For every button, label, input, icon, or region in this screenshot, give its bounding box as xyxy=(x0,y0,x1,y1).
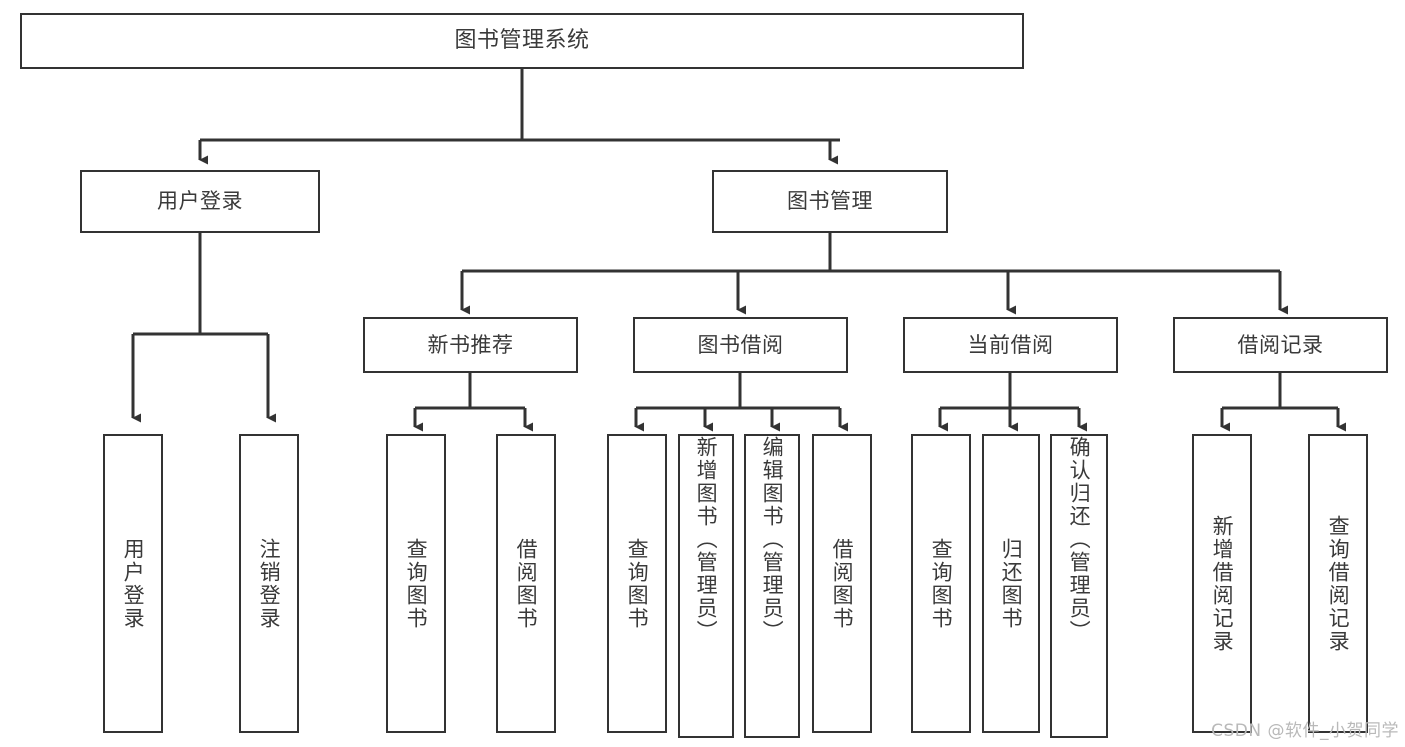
node-user-login-label: 用户登录 xyxy=(157,189,243,214)
node-new-book-recommend-label: 新书推荐 xyxy=(427,332,514,357)
node-leaf-query-book-1-label: 查询图书 xyxy=(404,537,429,630)
node-book-borrow[interactable]: 图书借阅 xyxy=(633,317,848,373)
node-book-manage[interactable]: 图书管理 xyxy=(712,170,948,233)
node-leaf-confirm-return-label: 确认归还（管理员） xyxy=(1067,436,1092,643)
node-leaf-edit-book[interactable]: 编辑图书（管理员） xyxy=(744,434,800,738)
node-leaf-edit-book-label: 编辑图书（管理员） xyxy=(760,436,785,643)
node-leaf-return-book-label: 归还图书 xyxy=(999,537,1024,630)
node-leaf-return-book[interactable]: 归还图书 xyxy=(982,434,1040,733)
node-current-borrow-label: 当前借阅 xyxy=(967,332,1054,357)
node-leaf-query-book-1[interactable]: 查询图书 xyxy=(386,434,446,733)
node-leaf-query-book-2-label: 查询图书 xyxy=(625,537,650,630)
node-leaf-add-book-label: 新增图书（管理员） xyxy=(694,436,719,643)
node-root-label: 图书管理系统 xyxy=(454,28,590,54)
node-leaf-borrow-book-1-label: 借阅图书 xyxy=(514,537,539,630)
node-leaf-user-login[interactable]: 用户登录 xyxy=(103,434,163,733)
node-book-manage-label: 图书管理 xyxy=(787,189,873,214)
node-leaf-query-book-3-label: 查询图书 xyxy=(929,537,954,630)
node-leaf-borrow-book-1[interactable]: 借阅图书 xyxy=(496,434,556,733)
watermark: CSDN @软件_小贺同学 xyxy=(1211,721,1399,741)
node-leaf-logout-login-label: 注销登录 xyxy=(257,537,282,630)
node-leaf-add-book[interactable]: 新增图书（管理员） xyxy=(678,434,734,738)
node-user-login[interactable]: 用户登录 xyxy=(80,170,320,233)
node-leaf-confirm-return[interactable]: 确认归还（管理员） xyxy=(1050,434,1108,738)
node-current-borrow[interactable]: 当前借阅 xyxy=(903,317,1118,373)
node-leaf-borrow-book-2[interactable]: 借阅图书 xyxy=(812,434,872,733)
node-leaf-logout-login[interactable]: 注销登录 xyxy=(239,434,299,733)
node-borrow-record-label: 借阅记录 xyxy=(1237,332,1324,357)
node-leaf-add-record[interactable]: 新增借阅记录 xyxy=(1192,434,1252,733)
node-new-book-recommend[interactable]: 新书推荐 xyxy=(363,317,578,373)
node-book-borrow-label: 图书借阅 xyxy=(697,332,784,357)
node-leaf-query-book-2[interactable]: 查询图书 xyxy=(607,434,667,733)
node-leaf-query-record-label: 查询借阅记录 xyxy=(1326,514,1351,653)
node-leaf-user-login-label: 用户登录 xyxy=(121,537,146,630)
node-borrow-record[interactable]: 借阅记录 xyxy=(1173,317,1388,373)
node-leaf-query-record[interactable]: 查询借阅记录 xyxy=(1308,434,1368,733)
node-leaf-query-book-3[interactable]: 查询图书 xyxy=(911,434,971,733)
node-leaf-add-record-label: 新增借阅记录 xyxy=(1210,514,1235,653)
node-leaf-borrow-book-2-label: 借阅图书 xyxy=(830,537,855,630)
node-root[interactable]: 图书管理系统 xyxy=(20,13,1024,69)
